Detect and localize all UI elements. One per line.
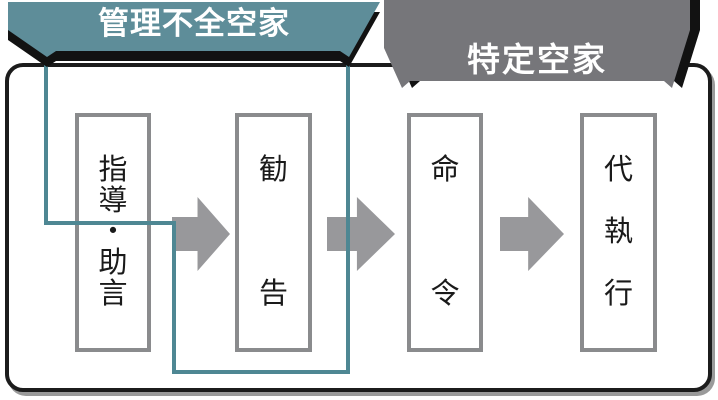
step-label-recommendation: 勧告 [258,154,288,310]
step-label-guidance-advice: 指導・助言 [98,154,128,310]
step-box-order: 命令 [407,113,483,352]
banner-mismanaged-vacant-house: 管理不全空家 [8,2,380,57]
step-box-recommendation: 勧告 [235,113,312,352]
step-box-guidance-advice: 指導・助言 [75,113,151,352]
step-label-order: 命令 [430,154,460,310]
banner-label-mismanaged: 管理不全空家 [98,6,290,41]
banner-label-specified: 特定空家 [467,41,607,78]
step-label-substitute-execution: 代執行 [603,154,633,310]
step-box-substitute-execution: 代執行 [580,113,657,352]
banner-specified-vacant-house: 特定空家 [384,0,690,88]
